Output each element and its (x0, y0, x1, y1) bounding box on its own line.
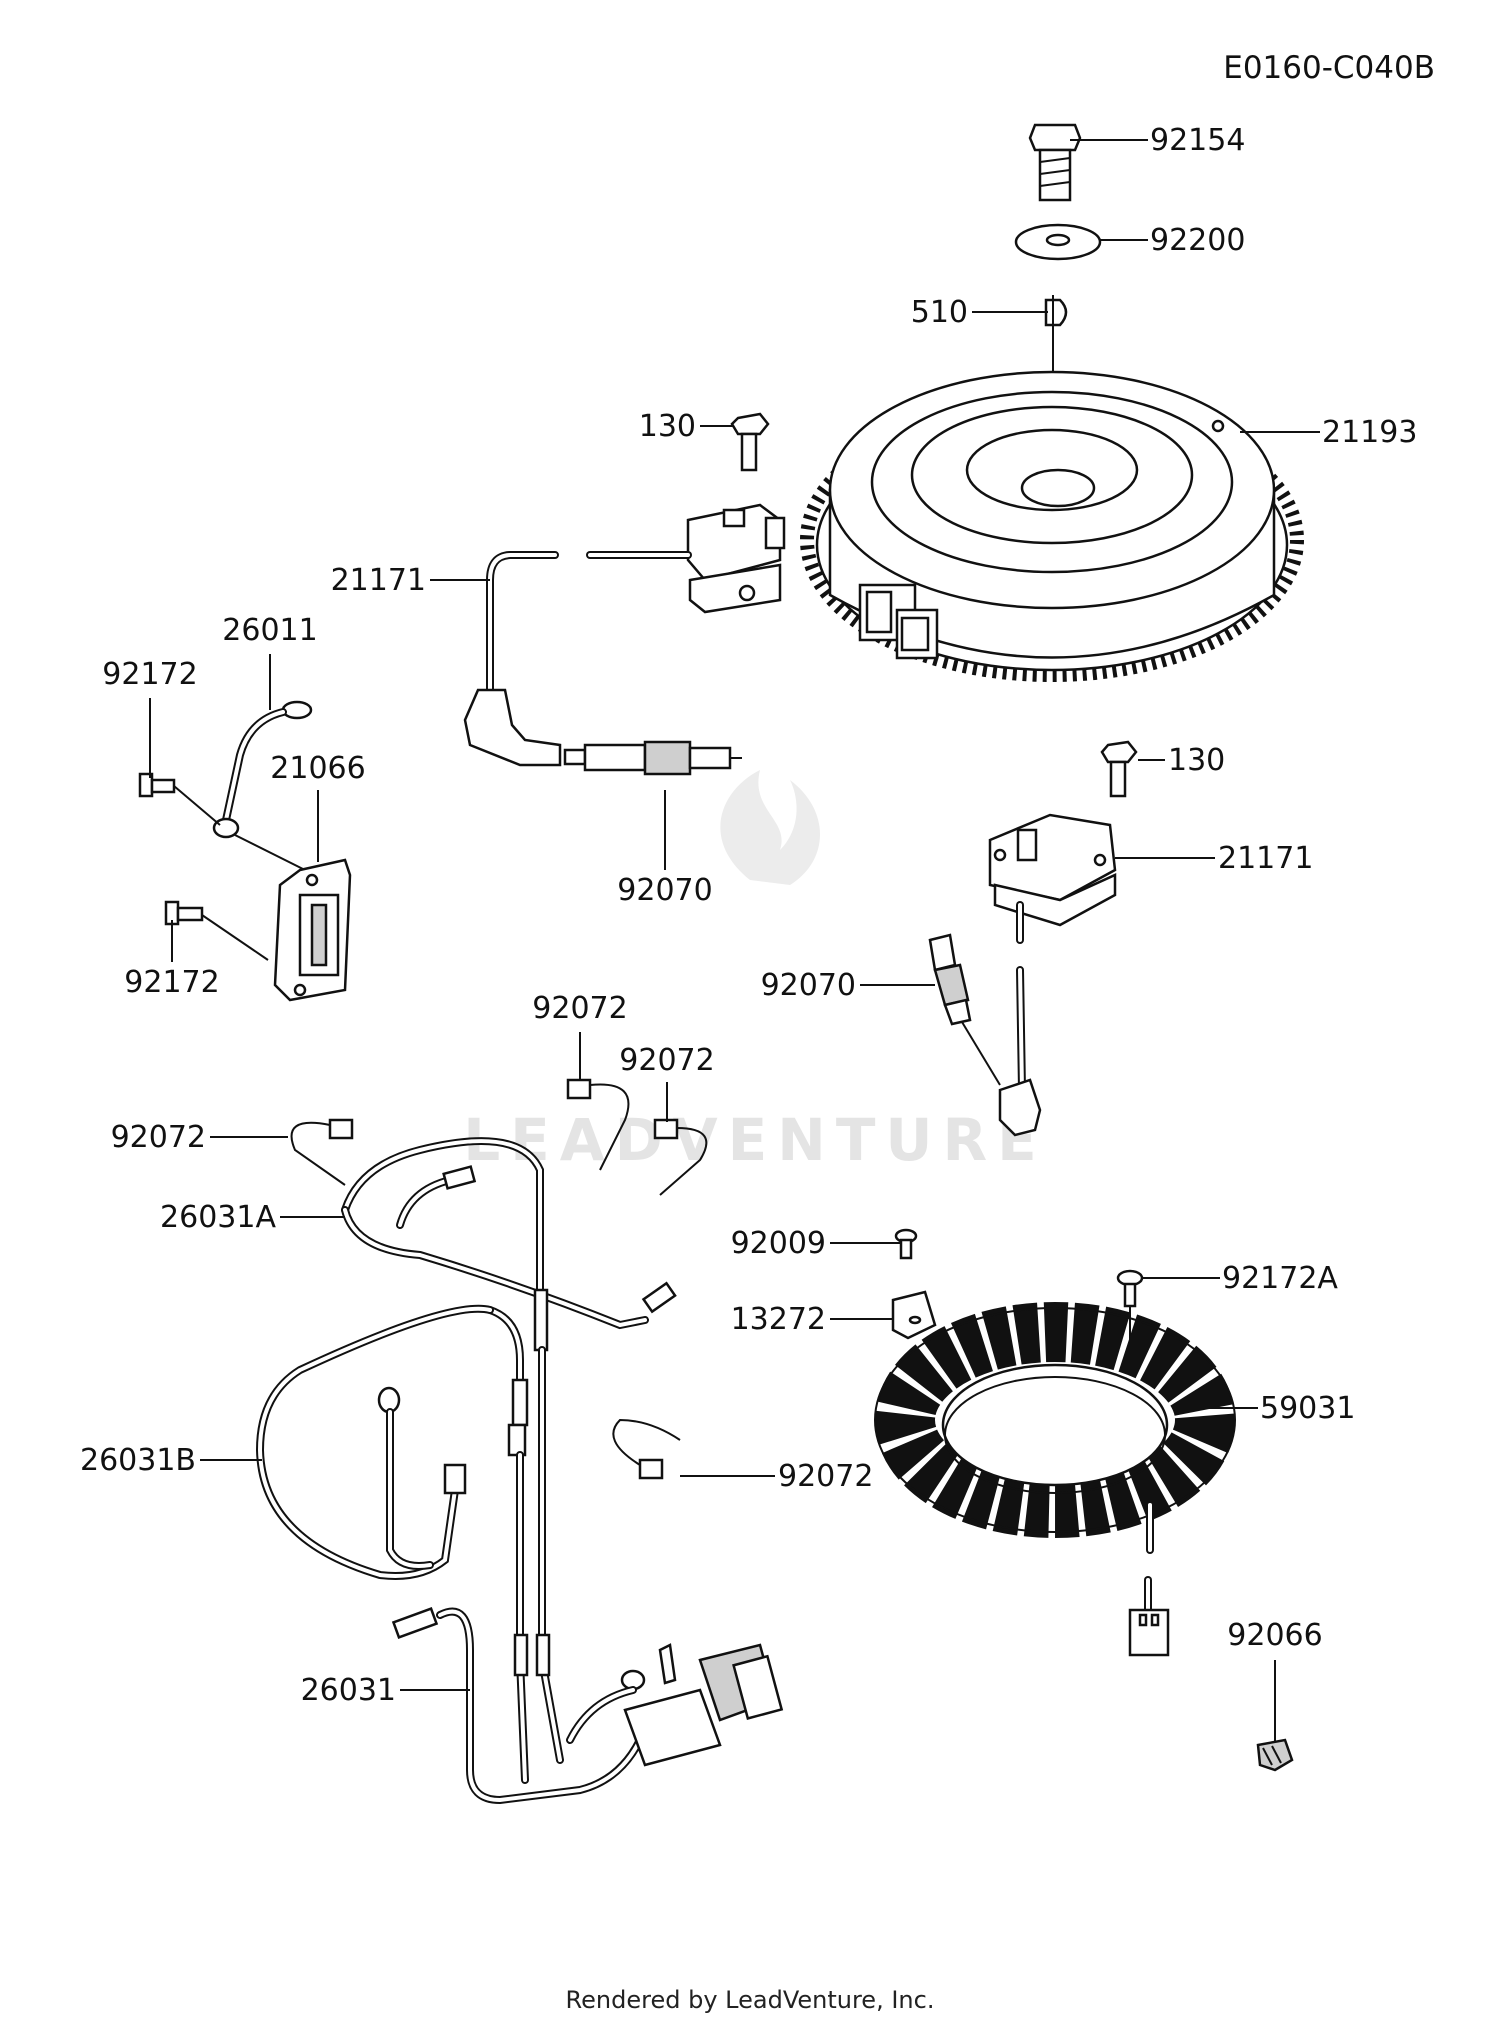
watermark-text: LEADVENTURE (463, 1106, 1047, 1174)
callout-26031: 26031 (301, 1673, 396, 1708)
harness-26031[interactable] (391, 1346, 784, 1805)
callout-92172A: 92172A (1222, 1261, 1338, 1296)
callout-130-lower: 130 (1168, 743, 1225, 778)
key-510[interactable] (1044, 298, 1068, 327)
spark-plug-92070-upper[interactable] (563, 740, 742, 776)
callout-59031: 59031 (1260, 1391, 1355, 1426)
callout-130-upper: 130 (639, 409, 696, 444)
callout-92009: 92009 (731, 1226, 826, 1261)
callout-13272: 13272 (731, 1302, 826, 1337)
screw-92172-lower[interactable] (164, 900, 204, 926)
ignition-coil-21171-upper[interactable] (463, 503, 786, 767)
ignition-coil-21171-lower[interactable] (988, 813, 1117, 1137)
callout-92070-lower: 92070 (761, 968, 856, 1003)
ground-lead-26011[interactable] (212, 700, 313, 839)
harness-26031A[interactable] (341, 1137, 677, 1352)
callout-21171-upper: 21171 (331, 563, 426, 598)
leader-lines (149, 139, 1320, 1742)
callout-21066: 21066 (270, 751, 365, 786)
callout-510: 510 (911, 295, 968, 330)
callout-92072-lower: 92072 (778, 1459, 873, 1494)
bolt-130-upper[interactable] (730, 412, 770, 472)
washer-92200[interactable] (1014, 223, 1102, 261)
callout-92154: 92154 (1150, 123, 1245, 158)
watermark-flame-icon (720, 770, 820, 885)
callout-92072-left: 92072 (111, 1120, 206, 1155)
callout-21193: 21193 (1322, 415, 1417, 450)
callout-26031A: 26031A (160, 1200, 276, 1235)
watermark: LEADVENTURE (463, 770, 1047, 1174)
flywheel-bolt-92154[interactable] (1028, 123, 1082, 202)
reference-code: E0160-C040B (1223, 50, 1435, 86)
callout-92072-upper-center: 92072 (532, 991, 627, 1026)
stator-59031[interactable] (874, 1302, 1236, 1657)
screw-92172-upper[interactable] (138, 772, 176, 798)
callout-92172-upper: 92172 (102, 657, 197, 692)
footer-credit: Rendered by LeadVenture, Inc. (566, 1986, 935, 2014)
clamp-92072-lower[interactable] (612, 1418, 681, 1480)
callout-92200: 92200 (1150, 223, 1245, 258)
callout-26011: 26011 (222, 613, 317, 648)
bracket-13272[interactable] (891, 1290, 937, 1340)
spark-plug-92070-lower[interactable] (928, 933, 1001, 1086)
callout-92066: 92066 (1227, 1618, 1322, 1653)
clamp-92072-left[interactable] (290, 1118, 354, 1186)
callout-92172-lower: 92172 (124, 965, 219, 1000)
harness-26031B[interactable] (255, 1304, 529, 1580)
screw-92009[interactable] (894, 1228, 918, 1260)
bolt-130-lower[interactable] (1100, 740, 1138, 798)
callout-labels: 92154 92200 510 130 21193 21171 26011 92… (80, 123, 1417, 1708)
regulator-21066[interactable] (273, 858, 352, 1002)
callout-92072-right: 92072 (619, 1043, 714, 1078)
nut-92066[interactable] (1256, 1738, 1294, 1772)
callout-26031B: 26031B (80, 1443, 196, 1478)
callout-92070-upper: 92070 (617, 873, 712, 908)
callout-21171-lower: 21171 (1218, 841, 1313, 876)
flywheel-21193[interactable] (800, 370, 1304, 682)
